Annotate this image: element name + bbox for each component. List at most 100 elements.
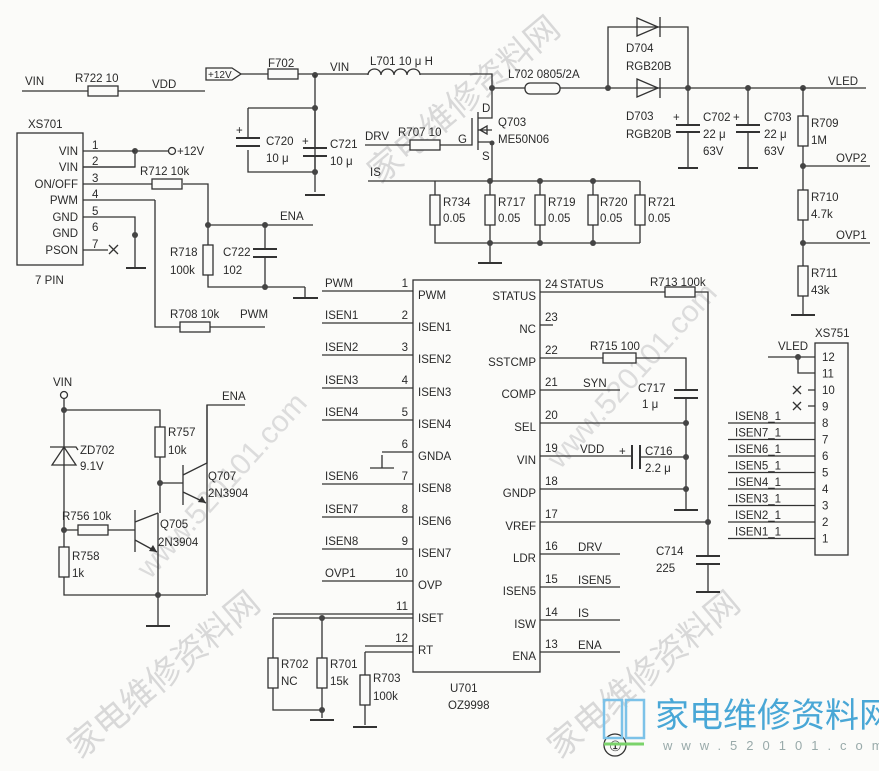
- r720-label: R720: [600, 197, 628, 209]
- u701-pin-name: ENA: [512, 651, 536, 663]
- u701-pin-number: 12: [395, 633, 408, 645]
- xs751-net-label: ISEN6_1: [735, 444, 781, 456]
- c714-label: C714: [656, 546, 684, 558]
- d703-diode-icon: [636, 78, 661, 98]
- xs751-pin-number: 1: [822, 534, 828, 546]
- c722-label: C722: [223, 247, 251, 259]
- net-label-ena: ENA: [578, 640, 602, 652]
- u701-pin-name: PWM: [418, 290, 446, 302]
- u701-pin-number: 19: [545, 443, 558, 455]
- input-capacitors: + + C720 10 μ C721 10 μ: [236, 75, 358, 196]
- terminal-icon: [167, 146, 177, 156]
- u701-net-label: PWM: [325, 278, 353, 290]
- xs701-pin-name: PSON: [45, 245, 78, 257]
- c717-label: C717: [638, 383, 666, 395]
- watermark-cn: 家电维修资料网: [61, 584, 268, 766]
- r702-value: NC: [281, 676, 298, 688]
- xs751-pin-number: 12: [822, 352, 835, 364]
- c717-value: 1 μ: [642, 399, 658, 411]
- u701-net-label: ISEN8: [325, 536, 358, 548]
- xs701-pin-number: 7: [92, 239, 98, 251]
- u701-pin-number: 20: [545, 410, 558, 422]
- plus-sign: +: [619, 446, 626, 458]
- u701-pin-number: 7: [402, 471, 408, 483]
- net-label-ovp1: OVP1: [836, 230, 867, 242]
- u701-pin-name: VIN: [517, 455, 536, 467]
- r758-label: R758: [72, 551, 100, 563]
- net-label-vin: VIN: [330, 62, 349, 74]
- c703-value: 22 μ: [764, 129, 787, 141]
- u701-pin-name: STATUS: [492, 291, 536, 303]
- u701-pin-number: 1: [402, 278, 408, 290]
- d703-value: RGB20B: [626, 129, 672, 141]
- c720-label: C720: [266, 136, 294, 148]
- sense-resistors: IS R734 0.05 R717 0.05 R719 0.05 R720 0.…: [368, 167, 676, 264]
- r721-value: 0.05: [648, 213, 670, 225]
- xs751-pin-number: 11: [822, 369, 834, 381]
- u701-pin-number: 18: [545, 476, 558, 488]
- u701-label: U701: [450, 683, 478, 695]
- u701-pin-name: RT: [418, 645, 433, 657]
- xs751-pin-number: 6: [822, 451, 828, 463]
- c702-voltage: 63V: [703, 146, 724, 158]
- r734-value: 0.05: [443, 213, 465, 225]
- u701-pin-name: ISEN8: [418, 483, 451, 495]
- c721-value: 10 μ: [330, 156, 353, 168]
- xs751-pin-number: 3: [822, 501, 828, 513]
- u701-pin-name: ISEN5: [503, 586, 536, 598]
- u701-pin-name: GNDP: [503, 488, 537, 500]
- c722-value: 102: [223, 265, 242, 277]
- c716-label: C716: [645, 446, 673, 458]
- net-label-ena: ENA: [222, 391, 246, 403]
- logo-text: 家电维修资料网: [655, 696, 879, 736]
- u701-net-label: OVP1: [325, 568, 356, 580]
- net-label-pwm: PWM: [240, 309, 268, 321]
- u701-pin-name: SEL: [514, 422, 536, 434]
- f702-label: F702: [268, 58, 294, 70]
- sheet-number: ①: [609, 738, 622, 754]
- net-label-status: STATUS: [560, 279, 604, 291]
- u701-pin-name: COMP: [502, 389, 537, 401]
- u701-pin-name: ISEN7: [418, 548, 451, 560]
- xs751-pin-number: 7: [822, 435, 828, 447]
- u701-net-label: ISEN1: [325, 310, 358, 322]
- net-label-is: IS: [370, 167, 381, 179]
- r721-label: R721: [648, 197, 676, 209]
- u701-pin-name: ISEN2: [418, 354, 451, 366]
- logo-url: www.520101.com: [662, 738, 879, 753]
- u701-pin-number: 14: [545, 607, 558, 619]
- r758-value: 1k: [72, 568, 84, 580]
- q707-label: Q707: [208, 471, 236, 483]
- q703-drain-label: D: [482, 103, 490, 115]
- r720-value: 0.05: [600, 213, 622, 225]
- net-label-12v: +12V: [208, 70, 232, 81]
- zd702-value: 9.1V: [80, 461, 104, 473]
- xs751-label: XS751: [815, 328, 850, 340]
- net-label-vdd: VDD: [580, 444, 604, 456]
- r708-label: R708 10k: [170, 309, 219, 321]
- q703-source-label: S: [482, 151, 490, 163]
- c702-value: 22 μ: [703, 129, 726, 141]
- r756-label: R756 10k: [62, 511, 111, 523]
- u701-pin-number: 8: [402, 504, 408, 516]
- xs751-net-label: ISEN1_1: [735, 527, 781, 539]
- u701-pin-number: 10: [395, 568, 408, 580]
- u701-pin-name: OVP: [418, 580, 443, 592]
- xs701-pin-number: 5: [92, 206, 98, 218]
- xs701-pin-number: 6: [92, 222, 98, 234]
- r719-label: R719: [548, 197, 576, 209]
- r734-label: R734: [443, 197, 471, 209]
- u701-pin-name: SSTCMP: [488, 357, 536, 369]
- xs701-connector: XS701 7 PIN +12V R712 10k ENA R718 100k …: [16, 119, 318, 333]
- r712-label: R712 10k: [140, 166, 189, 178]
- d704-diode-icon: [636, 17, 661, 37]
- terminal-icon: [59, 390, 69, 400]
- r710-label: R710: [811, 192, 839, 204]
- u701-part: OZ9998: [448, 700, 490, 712]
- r719-value: 0.05: [548, 213, 570, 225]
- c702-label: C702: [703, 112, 731, 124]
- u701-net-label: ISEN6: [325, 471, 358, 483]
- r718-label: R718: [170, 247, 198, 259]
- net-label-vled: VLED: [828, 76, 858, 88]
- xs701-pin-name: VIN: [59, 146, 78, 158]
